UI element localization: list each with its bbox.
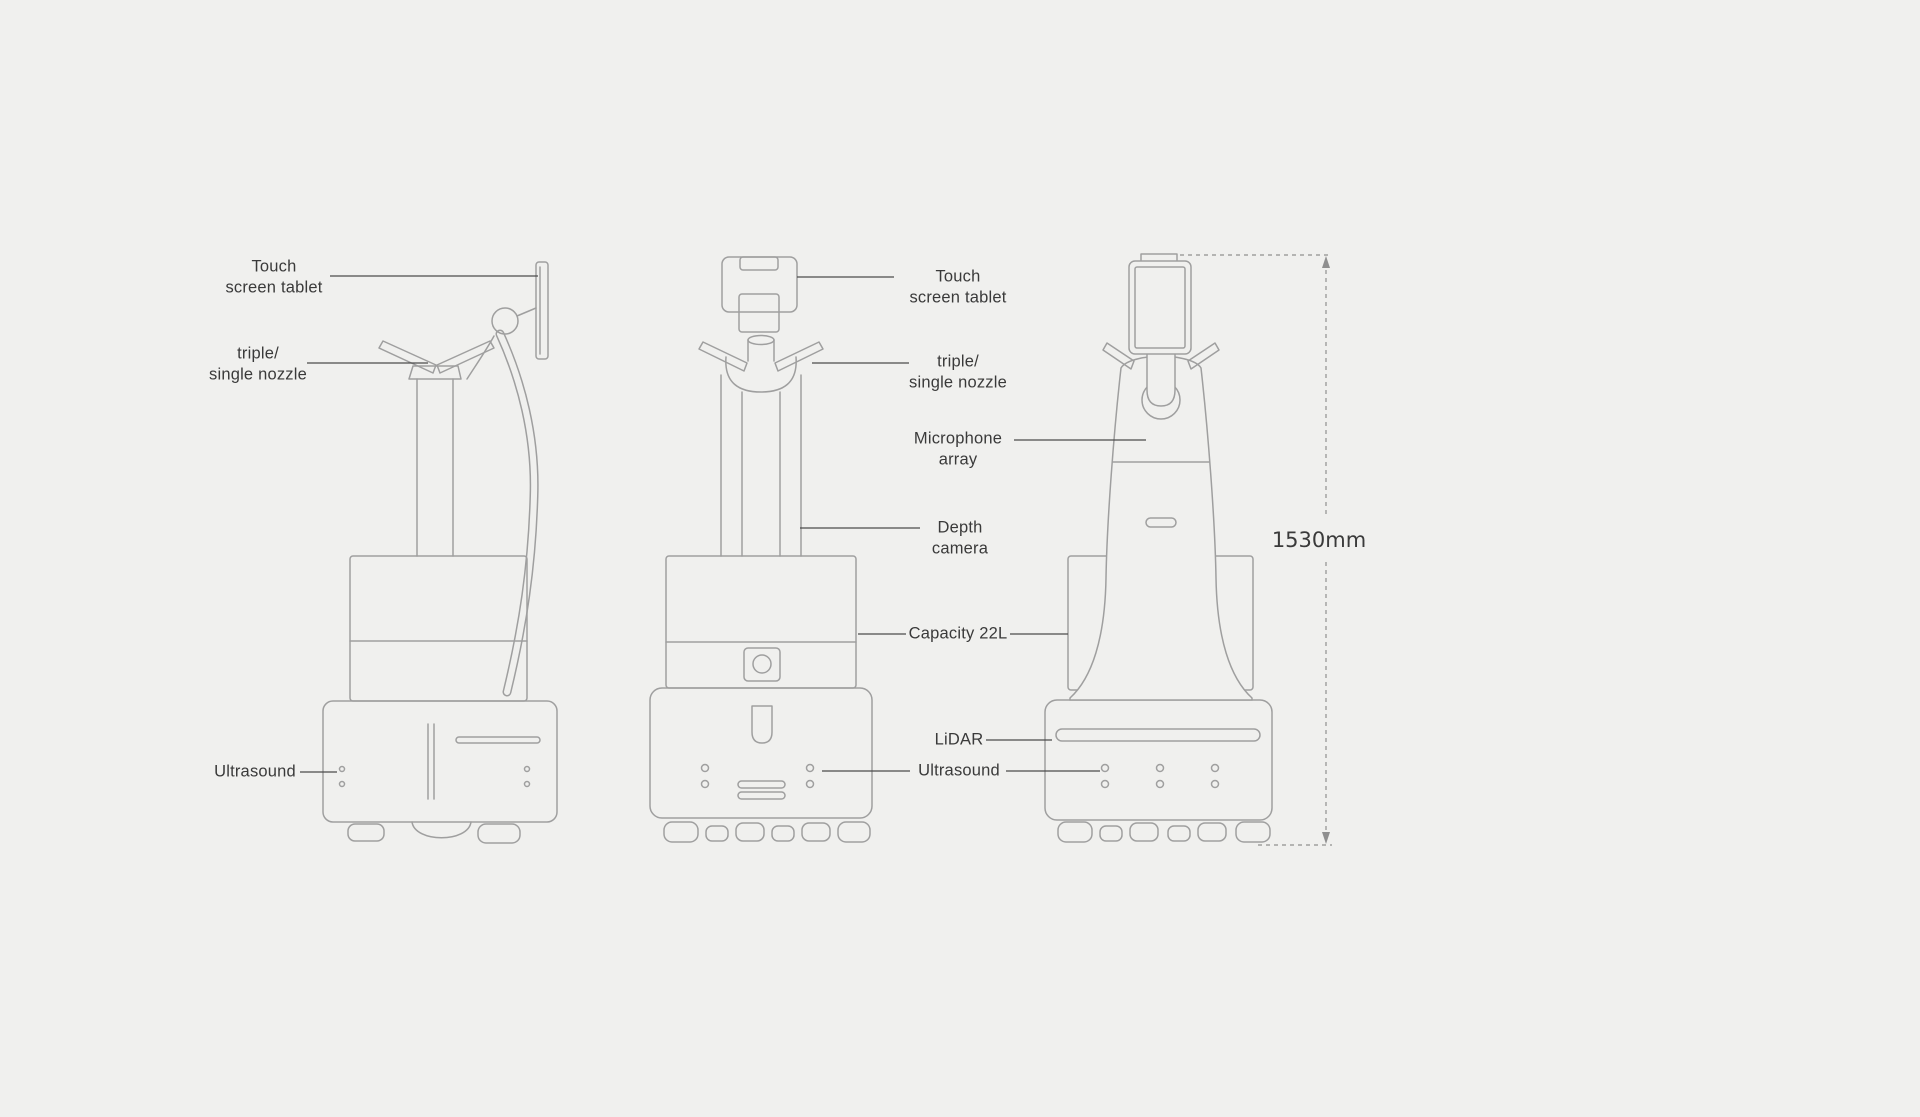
wheels-front bbox=[663, 821, 871, 843]
tank-side bbox=[349, 555, 528, 702]
tower-body bbox=[1069, 355, 1253, 701]
label-height-dimension: 1530mm bbox=[1267, 524, 1371, 556]
label-ultrasound-side: Ultrasound bbox=[214, 762, 296, 781]
base-back bbox=[1044, 699, 1273, 821]
label-touch-screen-tablet-front: Touch screen tablet bbox=[909, 267, 1007, 306]
dimension-arrow-bottom bbox=[1322, 832, 1330, 844]
label-nozzle-side: triple/ single nozzle bbox=[209, 344, 307, 383]
label-capacity: Capacity 22L bbox=[908, 624, 1008, 643]
label-lidar: LiDAR bbox=[934, 730, 984, 749]
tank-front bbox=[665, 555, 857, 689]
ultrasound-dots-back bbox=[1100, 763, 1220, 789]
lidar-slot bbox=[1055, 728, 1261, 742]
wheels-side bbox=[411, 821, 472, 839]
monitor-joint bbox=[491, 307, 519, 335]
ultrasound-dots-side bbox=[338, 765, 346, 773]
nozzle-wings-front bbox=[698, 341, 748, 372]
label-ultrasound-front: Ultrasound bbox=[918, 761, 1000, 780]
label-depth-camera: Depth camera bbox=[931, 518, 989, 557]
base-front bbox=[649, 687, 873, 819]
wheels-back bbox=[1057, 821, 1271, 843]
depth-camera-slot bbox=[1145, 517, 1177, 528]
tablet-front bbox=[721, 256, 798, 313]
dimension-arrow-top bbox=[1322, 256, 1330, 268]
nozzle-wings-side bbox=[378, 340, 437, 374]
label-microphone-array: Microphone array bbox=[913, 429, 1003, 468]
robot-side-view-drawing bbox=[322, 261, 558, 844]
tablet-back bbox=[1128, 260, 1192, 355]
base-side bbox=[322, 700, 558, 823]
label-nozzle-front: triple/ single nozzle bbox=[909, 352, 1007, 391]
robot-front-view-drawing bbox=[649, 256, 873, 843]
tablet-side-profile bbox=[535, 261, 549, 360]
dimension-lines bbox=[1180, 254, 1332, 846]
leader-lines bbox=[300, 275, 1146, 773]
nozzle-wings-back bbox=[1102, 342, 1135, 370]
ultrasound-dots-front bbox=[700, 763, 710, 773]
robot-back-view-drawing bbox=[1044, 253, 1273, 843]
label-touch-screen-tablet-side: Touch screen tablet bbox=[225, 257, 323, 296]
